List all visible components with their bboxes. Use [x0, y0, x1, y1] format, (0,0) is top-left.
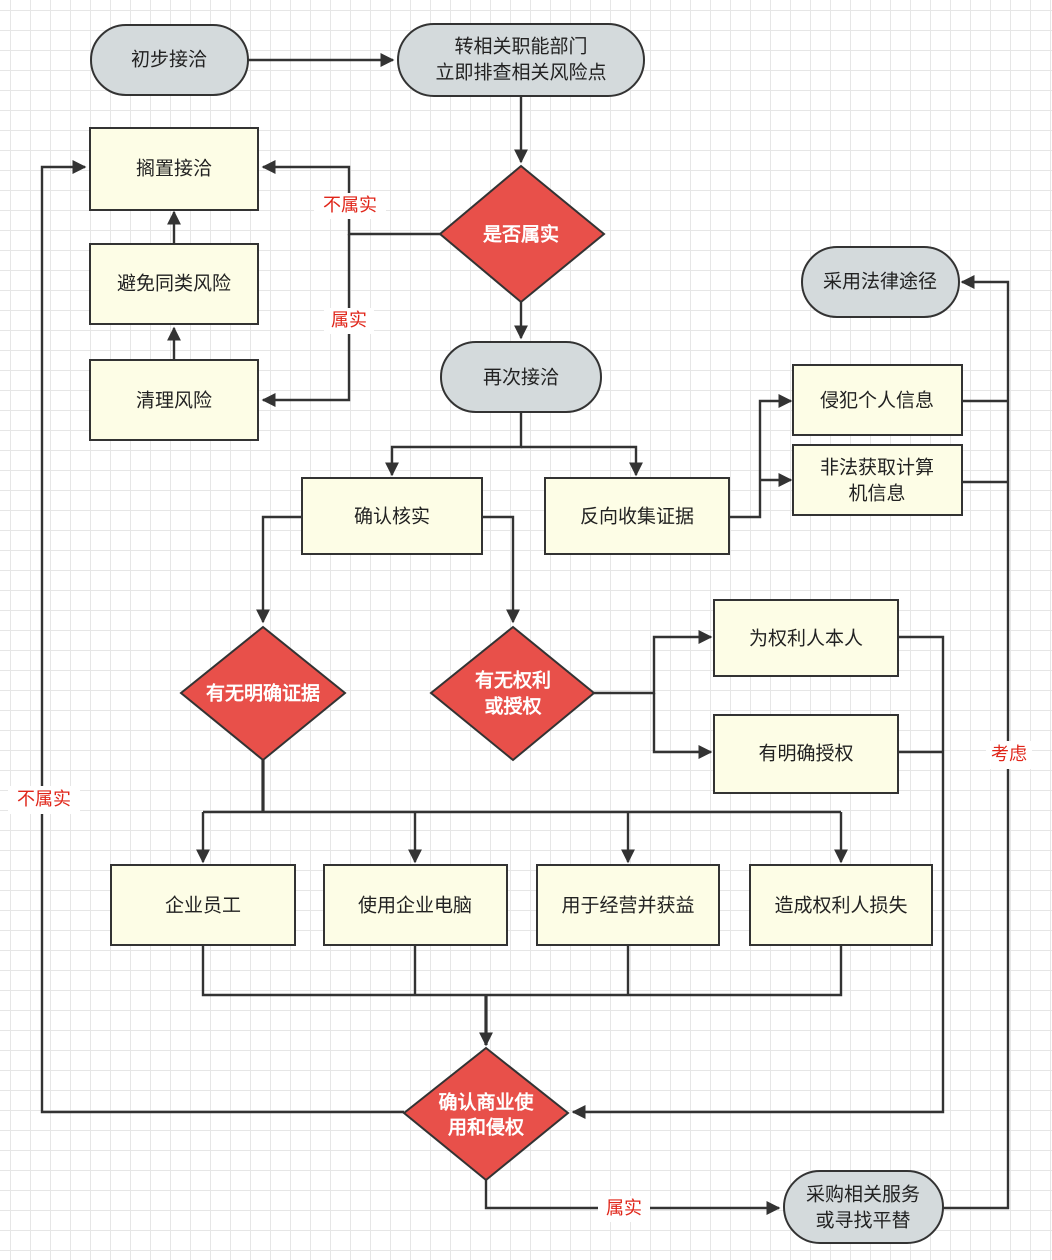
- node-avoid-risk-label: 避免同类风险: [117, 273, 231, 295]
- node-initial-contact-label: 初步接洽: [131, 49, 207, 71]
- label-true-bottom: 属实: [606, 1198, 642, 1219]
- edge-four-merge: [201, 945, 843, 997]
- node-profit-label: 用于经营并获益: [561, 895, 694, 917]
- edge-counter-to-privacy: [729, 394, 793, 519]
- node-purchase: 采购相关服务 或寻找平替: [783, 1170, 944, 1244]
- node-company-pc-label: 使用企业电脑: [358, 895, 472, 917]
- edge-labels: 不属实 属实 考虑 不属实 属实: [8, 193, 1032, 1222]
- node-recontact-label: 再次接洽: [483, 367, 559, 389]
- node-is-true: 是否属实: [438, 164, 606, 304]
- edge-rights-split: [594, 630, 713, 695]
- node-purchase-line1: 采购相关服务: [806, 1184, 920, 1206]
- label-true-left: 属实: [331, 310, 367, 331]
- node-illegal-data-line1: 非法获取计算: [820, 457, 934, 479]
- node-is-owner: 为权利人本人: [713, 599, 899, 677]
- node-transfer: 转相关职能部门 立即排查相关风险点: [397, 23, 645, 97]
- node-has-rights: 有无权利 或授权: [429, 625, 596, 762]
- node-counter-evidence: 反向收集证据: [544, 477, 730, 555]
- node-purchase-line2: 或寻找平替: [815, 1210, 910, 1232]
- label-not-true-left: 不属实: [17, 789, 71, 810]
- node-counter-evidence-label: 反向收集证据: [580, 506, 694, 528]
- node-confirm-infringe-line1: 确认商业使: [438, 1091, 534, 1114]
- label-not-true-top: 不属实: [323, 195, 377, 216]
- node-legal: 采用法律途径: [801, 246, 960, 318]
- edge-verify-to-rights: [482, 515, 520, 624]
- node-clear-risk-label: 清理风险: [136, 390, 212, 412]
- edge-verify-to-evidence: [256, 515, 302, 624]
- node-confirm-infringe-line2: 用和侵权: [448, 1116, 524, 1139]
- node-employee: 企业员工: [110, 864, 296, 946]
- node-has-evidence: 有无明确证据: [179, 625, 347, 762]
- node-recontact: 再次接洽: [440, 341, 602, 413]
- node-profit: 用于经营并获益: [536, 864, 720, 946]
- node-transfer-line1: 转相关职能部门: [454, 36, 587, 58]
- label-consider: 考虑: [991, 744, 1027, 765]
- edge-recontact-to-counter: [521, 445, 643, 477]
- node-verify: 确认核实: [301, 477, 483, 555]
- node-verify-label: 确认核实: [354, 506, 430, 528]
- node-has-rights-line1: 有无权利: [475, 669, 551, 692]
- node-company-pc: 使用企业电脑: [323, 864, 508, 946]
- edge-rights-to-auth: [652, 693, 713, 759]
- node-clear-risk: 清理风险: [89, 359, 259, 441]
- node-employee-label: 企业员工: [165, 895, 241, 917]
- node-illegal-data: 非法获取计算 机信息: [792, 444, 963, 516]
- node-avoid-risk: 避免同类风险: [89, 243, 259, 325]
- edge-confirm-true-to-purchase: [484, 1180, 781, 1215]
- node-is-owner-label: 为权利人本人: [749, 628, 863, 650]
- node-has-evidence-label: 有无明确证据: [206, 682, 320, 705]
- node-privacy: 侵犯个人信息: [792, 364, 963, 436]
- node-has-rights-line2: 或授权: [484, 695, 541, 718]
- node-shelve: 搁置接洽: [89, 127, 259, 211]
- node-initial-contact: 初步接洽: [90, 24, 249, 96]
- node-loss: 造成权利人损失: [749, 864, 933, 946]
- node-legal-label: 采用法律途径: [823, 271, 937, 293]
- edge-istrue-true-to-clear: [261, 234, 351, 407]
- node-confirm-infringe: 确认商业使 用和侵权: [402, 1046, 570, 1182]
- node-transfer-line2: 立即排查相关风险点: [435, 62, 606, 84]
- edge-owner-to-confirm: [571, 635, 945, 1119]
- node-has-auth: 有明确授权: [713, 714, 899, 794]
- edge-confirm-false-to-shelve: [40, 160, 404, 1114]
- node-shelve-label: 搁置接洽: [136, 158, 212, 180]
- node-is-true-label: 是否属实: [483, 223, 559, 246]
- edge-recontact-split: [385, 412, 523, 477]
- node-privacy-label: 侵犯个人信息: [820, 390, 934, 412]
- node-has-auth-label: 有明确授权: [758, 743, 853, 765]
- node-loss-label: 造成权利人损失: [774, 895, 907, 917]
- node-illegal-data-line2: 机信息: [848, 483, 905, 505]
